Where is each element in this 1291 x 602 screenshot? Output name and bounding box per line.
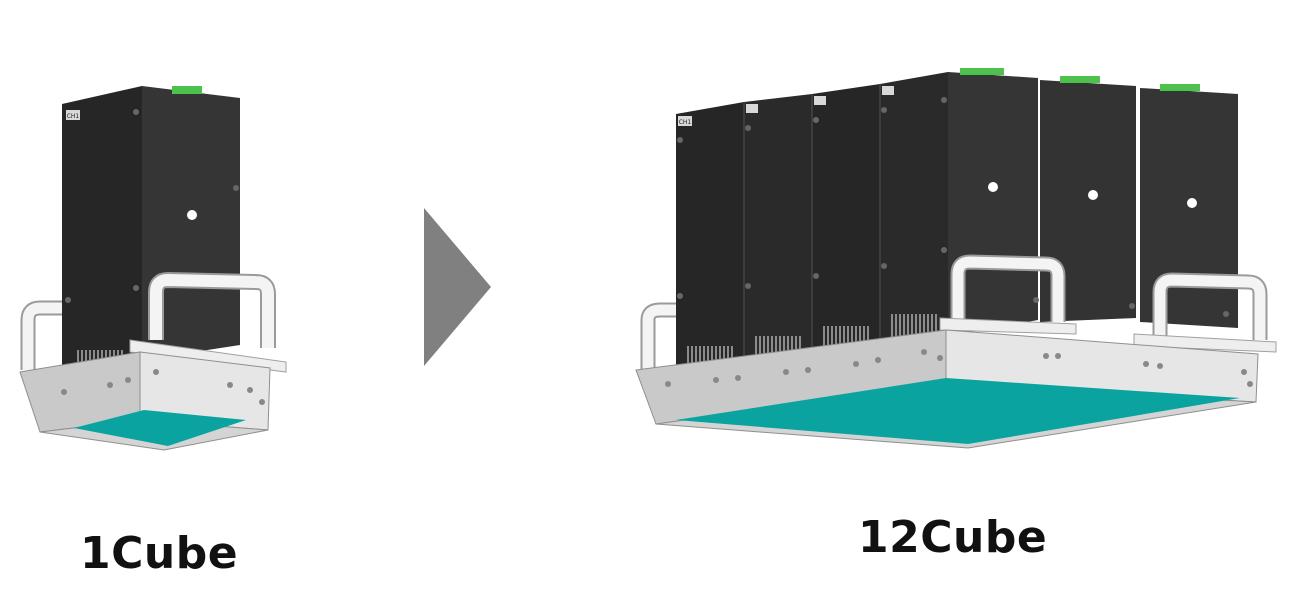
single-cube-uv-unit: CH1 xyxy=(19,86,287,451)
channel-tag: CH1 xyxy=(679,119,692,126)
right-triangle-arrow-icon xyxy=(424,208,491,366)
twelve-cube-uv-unit: CH1 xyxy=(635,68,1277,449)
single-cube-caption: 1Cube xyxy=(80,528,239,579)
channel-tag: CH1 xyxy=(67,113,80,120)
twelve-cube-caption: 12Cube xyxy=(858,512,1048,563)
emitter-window xyxy=(74,410,246,446)
emitter-window xyxy=(676,378,1240,444)
